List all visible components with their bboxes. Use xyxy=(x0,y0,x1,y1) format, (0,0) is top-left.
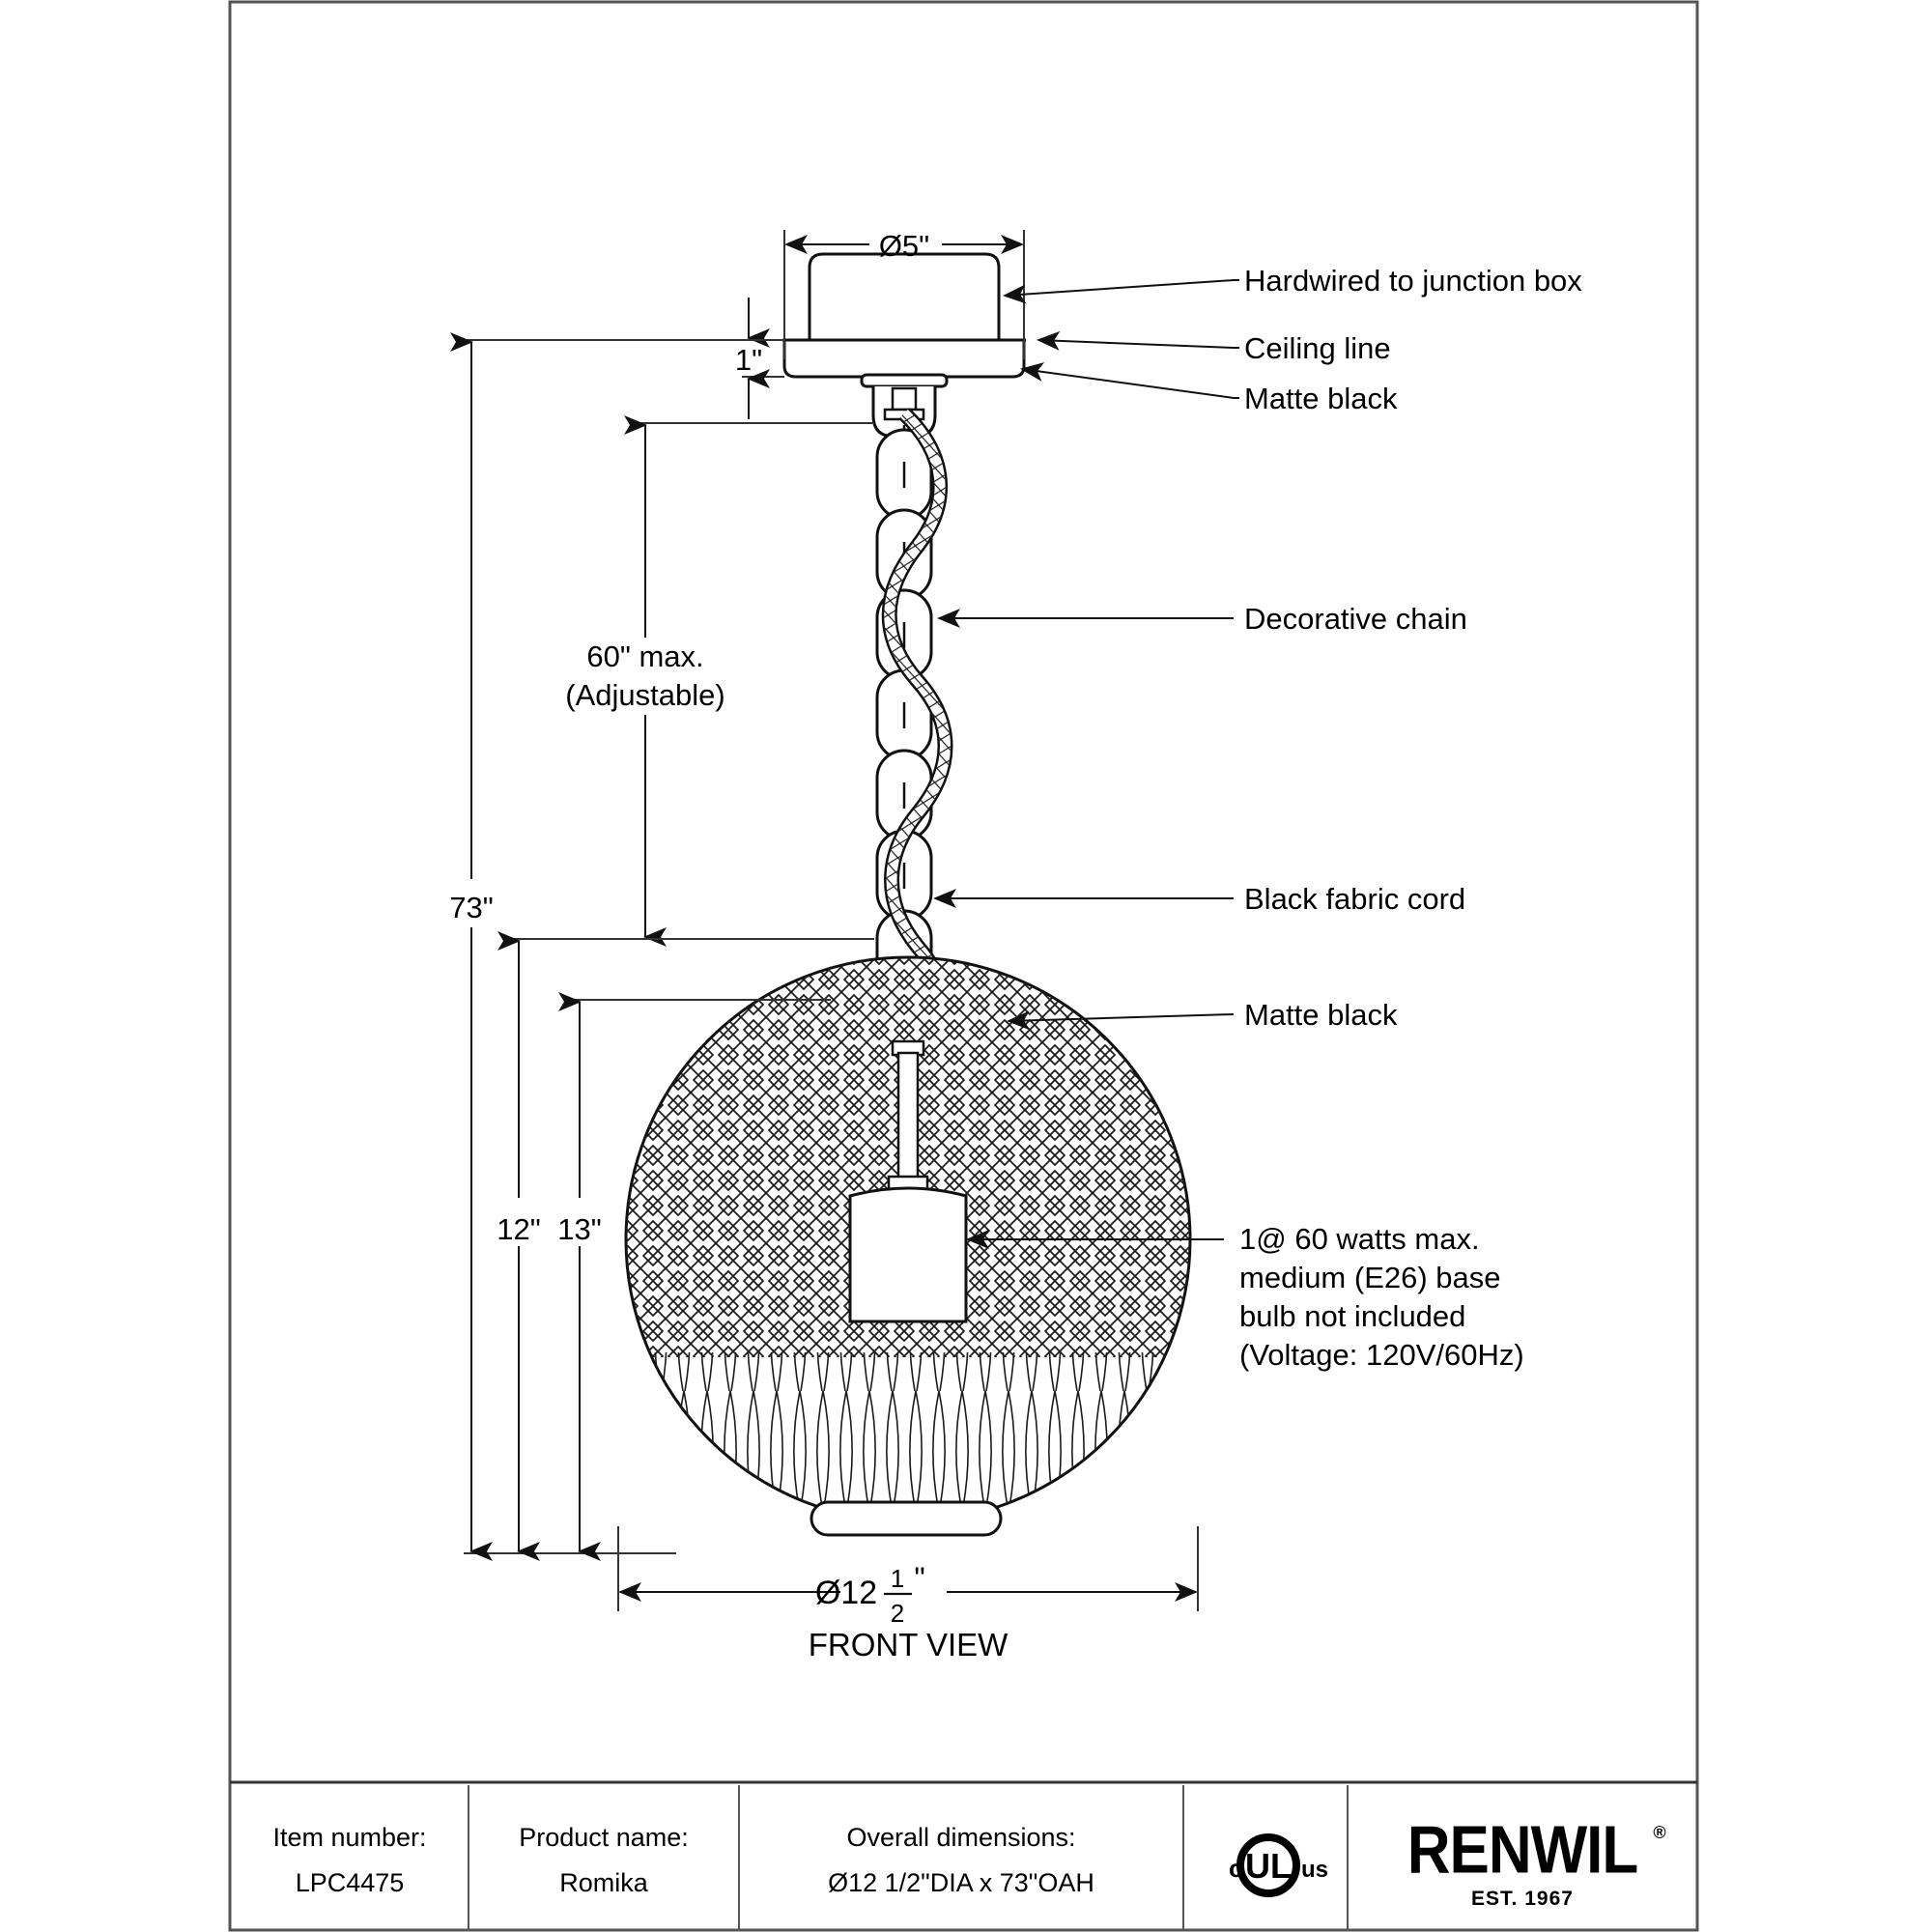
overall-height-label: 73" xyxy=(449,891,494,924)
globe-diameter-denominator: 2 xyxy=(891,1599,904,1628)
product-name-value: Romika xyxy=(559,1868,649,1897)
dimension-drop-adjustable: 60" max. (Adjustable) xyxy=(502,415,874,947)
sheet-border xyxy=(228,0,1699,1932)
callout-matte-black-top-label: Matte black xyxy=(1244,382,1398,415)
item-number-value: LPC4475 xyxy=(296,1868,405,1897)
callout-decorative-chain-label: Decorative chain xyxy=(1244,602,1467,636)
dimension-canopy-height: 1" xyxy=(735,298,784,419)
overall-dimensions-label: Overall dimensions: xyxy=(846,1823,1075,1852)
canopy-height-label: 1" xyxy=(735,343,762,377)
brand-registered-icon: ® xyxy=(1653,1823,1665,1842)
callout-matte-black-globe-label: Matte black xyxy=(1244,998,1398,1032)
callout-decorative-chain: Decorative chain xyxy=(937,602,1467,636)
brand-logo: RENWIL ® EST. 1967 xyxy=(1407,1811,1666,1910)
socket-graphic xyxy=(848,1039,968,1323)
callout-matte-black-top: Matte black xyxy=(1020,362,1398,415)
bulb-note-line4: (Voltage: 120V/60Hz) xyxy=(1239,1338,1524,1372)
globe-outer-height-label: 12" xyxy=(497,1212,541,1246)
callout-matte-black-globe: Matte black xyxy=(1007,998,1398,1032)
ul-us-letters: us xyxy=(1301,1857,1328,1883)
item-number-label: Item number: xyxy=(272,1823,426,1852)
chain-and-cord-graphic xyxy=(875,408,953,1017)
bulb-note-line3: bulb not included xyxy=(1239,1299,1465,1333)
brand-established: EST. 1967 xyxy=(1471,1888,1574,1910)
dimension-overall-height: 73" xyxy=(449,332,784,1561)
brand-name: RENWIL xyxy=(1407,1811,1637,1887)
drop-max-label-line2: (Adjustable) xyxy=(565,678,724,712)
bulb-note-line1: 1@ 60 watts max. xyxy=(1239,1222,1480,1256)
view-label: FRONT VIEW xyxy=(809,1627,1009,1662)
dimension-globe-diameter: Ø12 1 2 " FRONT VIEW xyxy=(617,1526,1199,1662)
globe-diameter-prefix: Ø12 xyxy=(815,1575,877,1611)
product-name-label: Product name: xyxy=(519,1823,689,1852)
drop-max-label-line1: 60" max. xyxy=(586,639,703,673)
callout-black-fabric-cord-label: Black fabric cord xyxy=(1244,882,1465,916)
dimension-globe-inner-height: 13" xyxy=(557,992,831,1561)
title-block: Item number: LPC4475 Product name: Romik… xyxy=(230,1780,1697,1930)
overall-dimensions-value: Ø12 1/2"DIA x 73"OAH xyxy=(828,1868,1094,1897)
callout-hardwired: Hardwired to junction box xyxy=(1003,264,1582,304)
callout-hardwired-label: Hardwired to junction box xyxy=(1244,264,1582,298)
junction-box-graphic xyxy=(808,252,1001,342)
globe-inner-height-label: 13" xyxy=(557,1212,602,1246)
bulb-note-line2: medium (E26) base xyxy=(1239,1261,1501,1294)
callout-ceiling-line: Ceiling line xyxy=(1037,330,1391,365)
callout-ceiling-line-label: Ceiling line xyxy=(1244,331,1391,365)
globe-diameter-unit: " xyxy=(914,1561,924,1596)
globe-diameter-numerator: 1 xyxy=(891,1564,904,1593)
dimension-canopy-diameter: Ø5" xyxy=(783,229,1025,359)
ul-certification-icon: c UL us xyxy=(1229,1833,1328,1897)
ul-mark: UL xyxy=(1245,1846,1292,1886)
canopy-diameter-label: Ø5" xyxy=(879,229,929,263)
callout-bulb-note: 1@ 60 watts max. medium (E26) base bulb … xyxy=(966,1222,1524,1372)
callout-black-fabric-cord: Black fabric cord xyxy=(933,882,1465,916)
